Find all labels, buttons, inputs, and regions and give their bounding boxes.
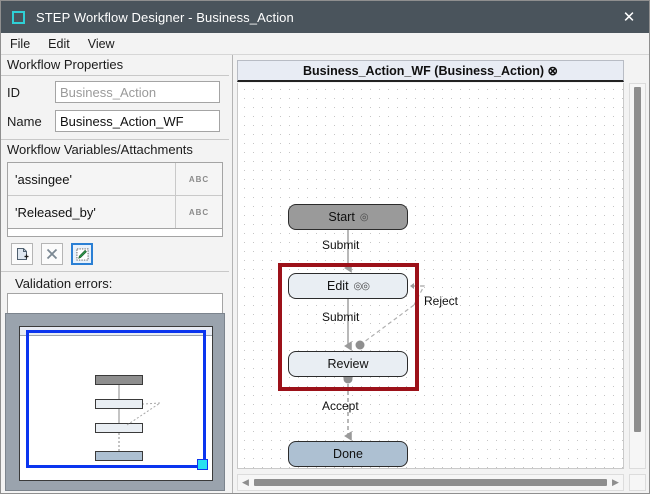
table-row[interactable]: 'Released_by' ABC — [8, 196, 222, 228]
divider — [1, 75, 229, 76]
name-row: Name Business_Action_WF — [1, 108, 229, 134]
table-row[interactable]: 'assingee' ABC — [8, 163, 222, 196]
vertical-scroll-thumb[interactable] — [634, 87, 641, 432]
canvas-title-bar: Business_Action_WF (Business_Action) ⊗ — [237, 60, 624, 82]
app-square-outline-icon — [12, 10, 25, 24]
workflow-variables-title: Workflow Variables/Attachments — [7, 142, 193, 157]
delete-x-icon[interactable] — [41, 243, 63, 265]
overview-node — [95, 451, 143, 461]
horizontal-scroll-thumb[interactable] — [254, 479, 607, 486]
edge-label-reject: Reject — [424, 294, 459, 308]
scroll-left-arrow-icon[interactable]: ◀ — [242, 477, 249, 487]
left-panel: Workflow Properties ID Business_Action N… — [1, 55, 229, 493]
canvas-horizontal-scrollbar[interactable]: ◀ ▶ — [237, 474, 624, 491]
divider — [1, 271, 229, 272]
id-field[interactable]: Business_Action — [55, 81, 220, 103]
workflow-node-review[interactable]: Review — [288, 351, 408, 377]
overview-node — [95, 375, 143, 385]
workflow-node-start[interactable]: Start ◎ — [288, 204, 408, 230]
edge-label-submit-1: Submit — [322, 238, 360, 252]
node-label: Review — [327, 357, 369, 371]
canvas-vertical-scrollbar[interactable] — [629, 83, 646, 469]
overview-viewport-rect[interactable] — [26, 330, 208, 470]
variables-table: 'assingee' ABC 'Released_by' ABC — [7, 162, 223, 229]
edit-circles-icon: ◎◎ — [353, 280, 370, 292]
workflow-node-done[interactable]: Done — [288, 441, 408, 467]
workflow-node-edit[interactable]: Edit ◎◎ — [288, 273, 408, 299]
workflow-canvas-panel: Business_Action_WF (Business_Action) ⊗ — [232, 55, 649, 493]
variables-toolbar — [1, 237, 229, 265]
overview-canvas — [19, 326, 213, 481]
scroll-right-arrow-icon[interactable]: ▶ — [612, 477, 619, 487]
menu-item-edit[interactable]: Edit — [48, 36, 70, 51]
id-label: ID — [7, 84, 20, 100]
edge-label-accept: Accept — [322, 399, 359, 413]
edit-pencil-icon[interactable] — [71, 243, 93, 265]
name-field[interactable]: Business_Action_WF — [55, 110, 220, 132]
variable-type-abc-icon: ABC — [175, 196, 222, 228]
validation-errors-label: Validation errors: — [15, 276, 113, 291]
menu-bar: File Edit View — [1, 33, 649, 55]
scrollbar-corner — [629, 474, 646, 491]
variable-type-abc-icon: ABC — [175, 163, 222, 195]
node-label: Edit — [327, 279, 349, 293]
title-bar: STEP Workflow Designer - Business_Action… — [1, 1, 649, 33]
edge-label-submit-2: Submit — [322, 310, 360, 324]
variables-table-empty-area — [7, 229, 223, 237]
overview-resize-handle[interactable] — [197, 459, 208, 470]
close-icon[interactable]: ✕ — [622, 9, 636, 26]
node-label: Start — [328, 210, 355, 224]
name-label: Name — [7, 113, 42, 129]
variable-name: 'assingee' — [8, 163, 175, 195]
menu-item-file[interactable]: File — [10, 36, 31, 51]
workflow-properties-title: Workflow Properties — [7, 57, 124, 72]
menu-item-view[interactable]: View — [87, 36, 115, 51]
variable-name: 'Released_by' — [8, 196, 175, 228]
id-row: ID Business_Action — [1, 79, 229, 105]
overview-node — [95, 423, 143, 433]
node-label: Done — [333, 447, 363, 461]
divider — [1, 139, 229, 140]
selection-rectangle[interactable] — [278, 263, 419, 391]
workflow-canvas[interactable]: Start ◎ Edit ◎◎ Review Done Submit Submi… — [237, 83, 624, 469]
overview-thumbnail-panel[interactable] — [5, 313, 225, 491]
window-title: STEP Workflow Designer - Business_Action — [36, 9, 294, 25]
add-document-icon[interactable] — [11, 243, 33, 265]
start-circle-icon: ◎ — [359, 211, 369, 223]
